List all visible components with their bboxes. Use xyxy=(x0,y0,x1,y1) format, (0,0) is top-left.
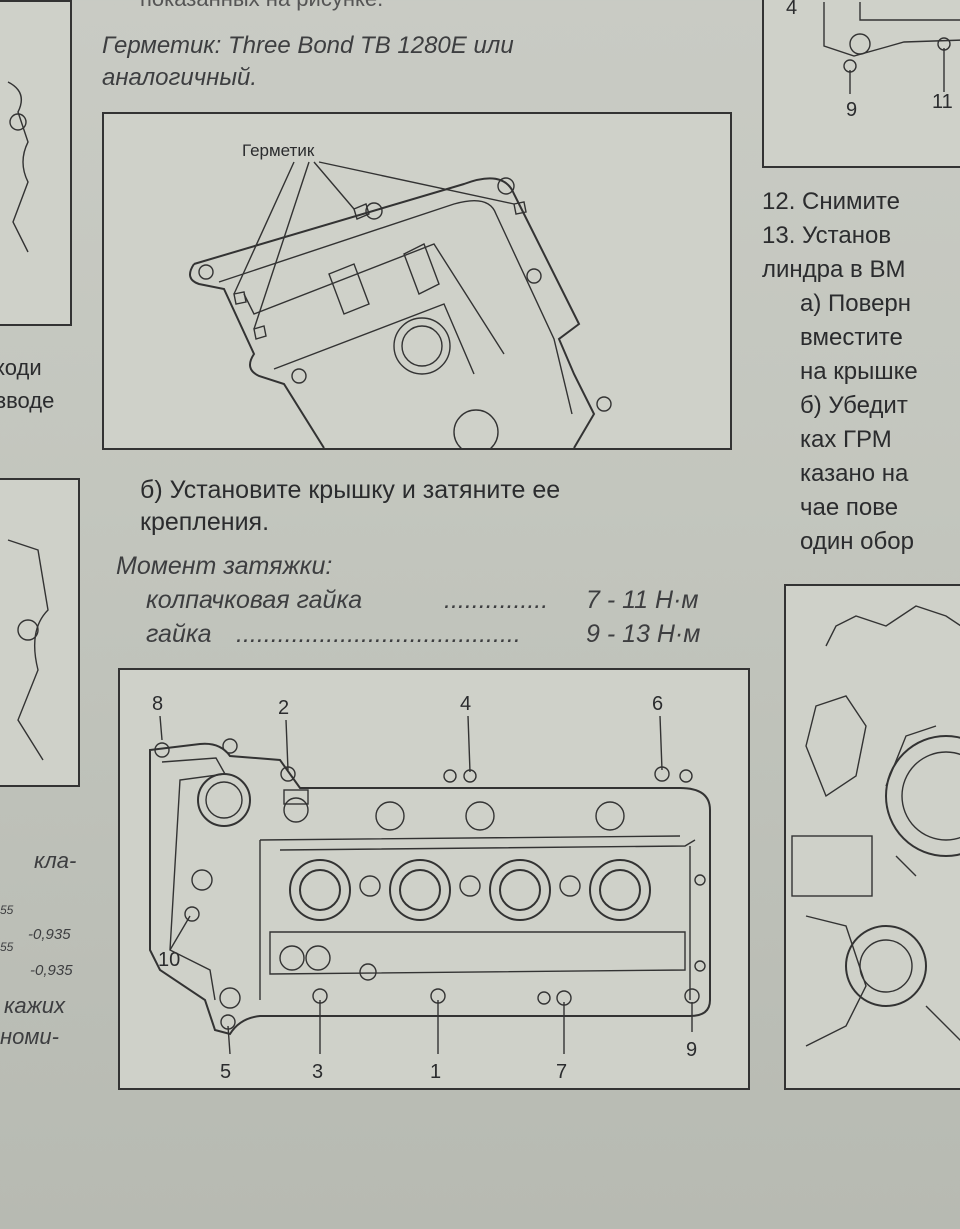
engine-timing-diagram xyxy=(791,605,960,1047)
sealant-gasket-diagram: Герметик xyxy=(189,141,612,448)
far-left-tol-small-1: 55 xyxy=(0,903,14,917)
right-line-5: вместите xyxy=(800,324,903,351)
torque-title: Момент затяжки: xyxy=(116,552,333,580)
torque-row-nut-value: 9 - 13 Н·м xyxy=(586,620,701,648)
tightening-order-figure: 8 2 4 6 10 5 3 1 7 9 xyxy=(118,668,750,1090)
far-left-tol-1: -0,935 xyxy=(28,926,71,943)
torque-row-cap-nut-value: 7 - 11 Н·м xyxy=(586,586,699,614)
right-top-diagram: 4 9 11 xyxy=(786,0,960,121)
bolt-label-1: 1 xyxy=(430,1061,441,1083)
top-cut-line: показанных на рисунке. xyxy=(140,0,383,12)
torque-row-nut-dots: ........................................… xyxy=(236,620,521,648)
far-left-fragment-5: номи- xyxy=(0,1024,59,1049)
bolt-label-4: 4 xyxy=(460,693,471,715)
far-left-tol-2: -0,935 xyxy=(30,962,73,979)
bolt-label-2: 2 xyxy=(278,697,289,719)
cylinder-head-cover-diagram: 8 2 4 6 10 5 3 1 7 9 xyxy=(149,693,711,1083)
sealant-figure: Герметик xyxy=(102,112,732,450)
right-line-10: чае пове xyxy=(800,494,899,521)
right-line-1: 12. Снимите xyxy=(762,188,900,215)
far-left-fragment-2: зводе xyxy=(0,388,55,413)
right-engine-figure xyxy=(784,584,960,1090)
torque-row-nut-name: гайка xyxy=(146,620,212,648)
far-left-tol-small-2: 55 xyxy=(0,940,14,954)
bolt-label-8: 8 xyxy=(152,693,163,715)
right-top-label-9: 9 xyxy=(846,99,857,121)
bolt-label-6: 6 xyxy=(652,693,663,715)
far-left-fragment-3: кла- xyxy=(34,848,77,873)
right-line-8: ках ГРМ xyxy=(800,426,892,453)
far-left-fragment-4: кажих xyxy=(4,993,65,1018)
far-left-fragment-1: ходи xyxy=(0,355,42,380)
right-line-11: один обор xyxy=(800,528,914,555)
torque-row-cap-nut-name: колпачковая гайка xyxy=(146,586,363,614)
right-line-4: а) Поверн xyxy=(800,290,912,317)
far-left-frame-bottom xyxy=(0,478,80,787)
right-line-2: 13. Установ xyxy=(762,222,892,249)
far-left-diagram-bottom xyxy=(7,539,49,761)
sealant-label: Герметик xyxy=(242,141,315,160)
right-top-label-11: 11 xyxy=(932,91,953,113)
bolt-label-5: 5 xyxy=(220,1061,231,1083)
bolt-label-7: 7 xyxy=(556,1061,567,1083)
right-top-figure: 4 9 11 xyxy=(762,0,960,168)
far-left-diagram-top xyxy=(7,81,29,253)
torque-row-cap-nut-dots: ............... xyxy=(444,586,549,614)
right-line-6: на крышке xyxy=(800,358,918,385)
right-line-3: линдра в ВМ xyxy=(762,256,906,283)
bolt-label-10: 10 xyxy=(158,949,180,971)
right-top-label-4: 4 xyxy=(786,0,797,19)
sealant-spec-line-1: Герметик: Three Bond TB 1280E или xyxy=(102,32,514,59)
step-b-line-1: б) Установите крышку и затяните ее xyxy=(140,476,561,504)
right-line-7: б) Убедит xyxy=(800,392,908,419)
bolt-label-3: 3 xyxy=(312,1061,323,1083)
far-left-frame-top xyxy=(0,0,72,326)
sealant-spec-line-2: аналогичный. xyxy=(102,64,258,91)
right-line-9: казано на xyxy=(800,460,909,487)
step-b-line-2: крепления. xyxy=(140,508,270,536)
bolt-label-9: 9 xyxy=(686,1039,697,1061)
